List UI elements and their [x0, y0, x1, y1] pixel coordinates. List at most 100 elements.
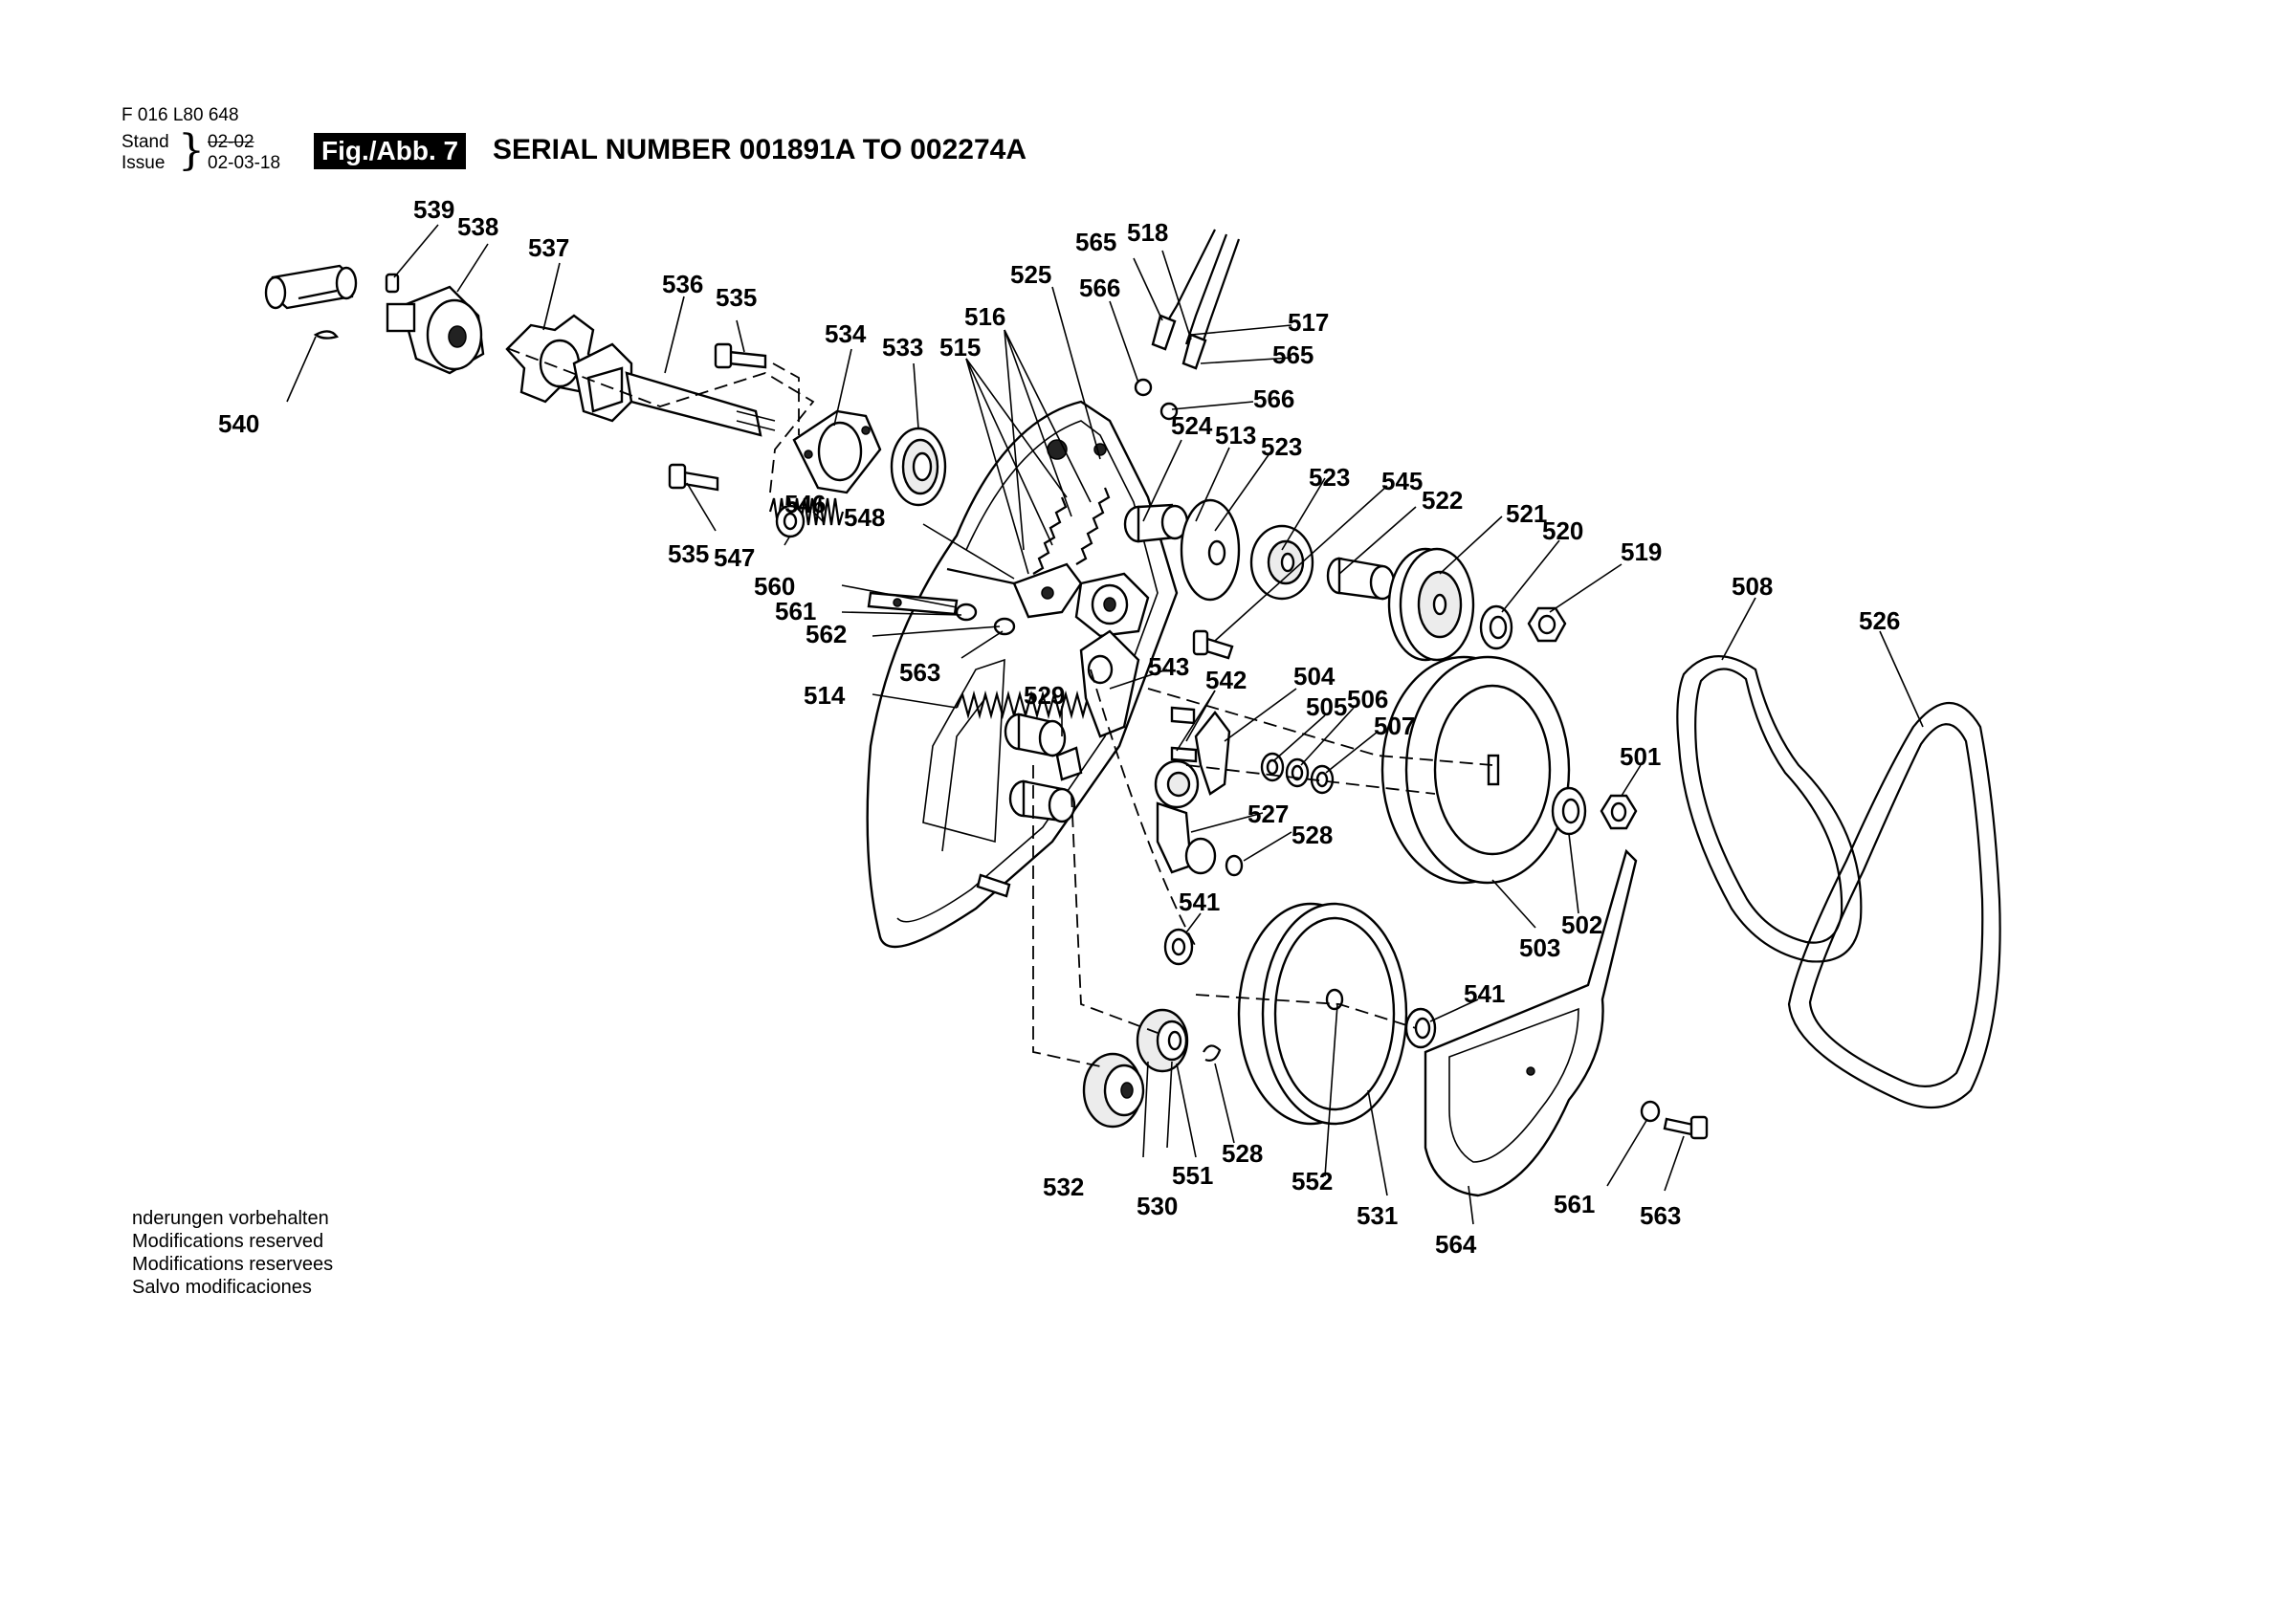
bushing-524 — [1123, 503, 1189, 543]
pulley-521 — [1387, 547, 1475, 662]
part-number-label: 513 — [1215, 421, 1256, 450]
part-number-label: 503 — [1519, 933, 1560, 962]
idler-pulley-529 — [1004, 713, 1083, 823]
part-number-label: 521 — [1506, 499, 1547, 528]
note-line: Salvo modificaciones — [132, 1277, 312, 1298]
part-number-label: 527 — [1247, 800, 1289, 828]
washer-504 — [1260, 752, 1285, 782]
part-number-label: 508 — [1732, 572, 1773, 601]
part-number-label: 528 — [1292, 821, 1333, 849]
note-line: Modifications reservees — [132, 1254, 334, 1275]
part-number-label: 566 — [1253, 384, 1294, 413]
part-number-label: 565 — [1272, 340, 1314, 369]
figure-badge: Fig./Abb. 7 — [314, 133, 467, 169]
part-number-label: 518 — [1127, 218, 1168, 247]
part-number-label: 514 — [804, 681, 846, 710]
part-number-label: 561 — [1554, 1190, 1595, 1218]
shaft-sleeve-540 — [264, 264, 358, 340]
part-number-label: 541 — [1464, 979, 1505, 1008]
modifications-notes: nderungen vorbehalten Modifications rese… — [132, 1207, 333, 1299]
part-number-label: 540 — [218, 409, 259, 438]
washer-502 — [1551, 786, 1587, 836]
part-number-label: 532 — [1043, 1173, 1084, 1201]
pin-539 — [385, 273, 400, 294]
nut-519 — [1527, 606, 1567, 643]
linkage-560 — [867, 591, 1016, 636]
part-number-label: 563 — [899, 658, 940, 687]
figure-title: SERIAL NUMBER 001891A TO 002274A — [493, 134, 1027, 165]
part-number-label: 564 — [1435, 1230, 1477, 1259]
part-number-label: 535 — [668, 539, 709, 568]
part-number-label: 552 — [1292, 1167, 1333, 1195]
belt-508 — [1676, 655, 1863, 963]
part-number-label: 562 — [806, 620, 847, 648]
leader-lines — [286, 224, 1924, 1225]
belt-526 — [1787, 702, 2001, 1109]
stand-label: Stand — [121, 132, 169, 152]
part-number-label: 523 — [1261, 432, 1302, 461]
part-number-label: 506 — [1347, 685, 1388, 713]
part-number-label: 566 — [1079, 274, 1120, 302]
part-number-label: 534 — [825, 319, 867, 348]
gear-532 — [1082, 1052, 1145, 1129]
part-number-label: 507 — [1374, 712, 1415, 740]
part-number-label: 551 — [1172, 1161, 1213, 1190]
belt-guard-564 — [1424, 848, 1638, 1197]
bolt-chassis — [976, 873, 1011, 898]
pulley-503 — [1380, 655, 1571, 885]
coupling-538 — [386, 285, 485, 375]
part-number-label: 535 — [716, 283, 757, 312]
part-number-label: 505 — [1306, 692, 1347, 721]
spring-546 — [768, 497, 845, 526]
idler-527 — [1154, 759, 1244, 877]
part-number-label: 537 — [528, 233, 569, 262]
clip-528 — [1203, 1044, 1222, 1062]
part-number-label: 523 — [1309, 463, 1350, 492]
washer-505 — [1285, 757, 1310, 788]
part-number-label: 541 — [1179, 888, 1220, 916]
gear-530 — [1136, 1008, 1189, 1073]
bolt-563 — [1663, 1115, 1709, 1140]
part-number-label: 524 — [1171, 411, 1213, 440]
bearing-533 — [890, 427, 947, 507]
part-number-label: 520 — [1542, 516, 1583, 545]
washer-561 — [1640, 1100, 1661, 1123]
note-line: Modifications reserved — [132, 1231, 324, 1252]
part-number-label: 504 — [1293, 662, 1336, 691]
part-number-label: 525 — [1010, 260, 1051, 289]
part-number-label: 536 — [662, 270, 703, 298]
chassis-plate — [866, 400, 1179, 949]
nut-501 — [1600, 794, 1638, 830]
part-number-label: 517 — [1288, 308, 1329, 337]
part-number-label: 516 — [964, 302, 1005, 331]
shaft-536 — [572, 342, 776, 437]
part-number-label: 531 — [1357, 1201, 1398, 1230]
bolt-535 — [668, 342, 767, 492]
issue-value: 02-03-18 — [208, 153, 281, 173]
part-number-label: 548 — [844, 503, 885, 532]
part-number-label: 542 — [1205, 666, 1247, 694]
pulley-513 — [1180, 498, 1241, 602]
part-number-label: 547 — [714, 543, 755, 572]
issue-label: Issue — [121, 153, 166, 173]
washer-506 — [1310, 764, 1335, 795]
note-line: nderungen vorbehalten — [132, 1208, 329, 1229]
washer-541-lower — [1404, 1007, 1437, 1049]
part-number-label: 563 — [1640, 1201, 1681, 1230]
washer-523 — [1249, 524, 1314, 601]
part-number-label: 561 — [775, 597, 816, 625]
washer-520 — [1479, 604, 1513, 650]
flange-534 — [792, 409, 882, 494]
bolt-545 — [1192, 629, 1234, 660]
washer-541 — [1163, 928, 1194, 966]
lever-548 — [946, 562, 1083, 619]
spacer-522 — [1326, 557, 1396, 601]
brace-glyph: } — [178, 126, 205, 175]
part-number-label: 538 — [457, 212, 498, 241]
part-number-label: 528 — [1222, 1139, 1263, 1168]
idler-bracket — [1074, 572, 1150, 738]
part-number-label: 546 — [784, 490, 826, 518]
part-number-label: 502 — [1561, 910, 1602, 939]
part-number-label: 539 — [413, 195, 454, 224]
